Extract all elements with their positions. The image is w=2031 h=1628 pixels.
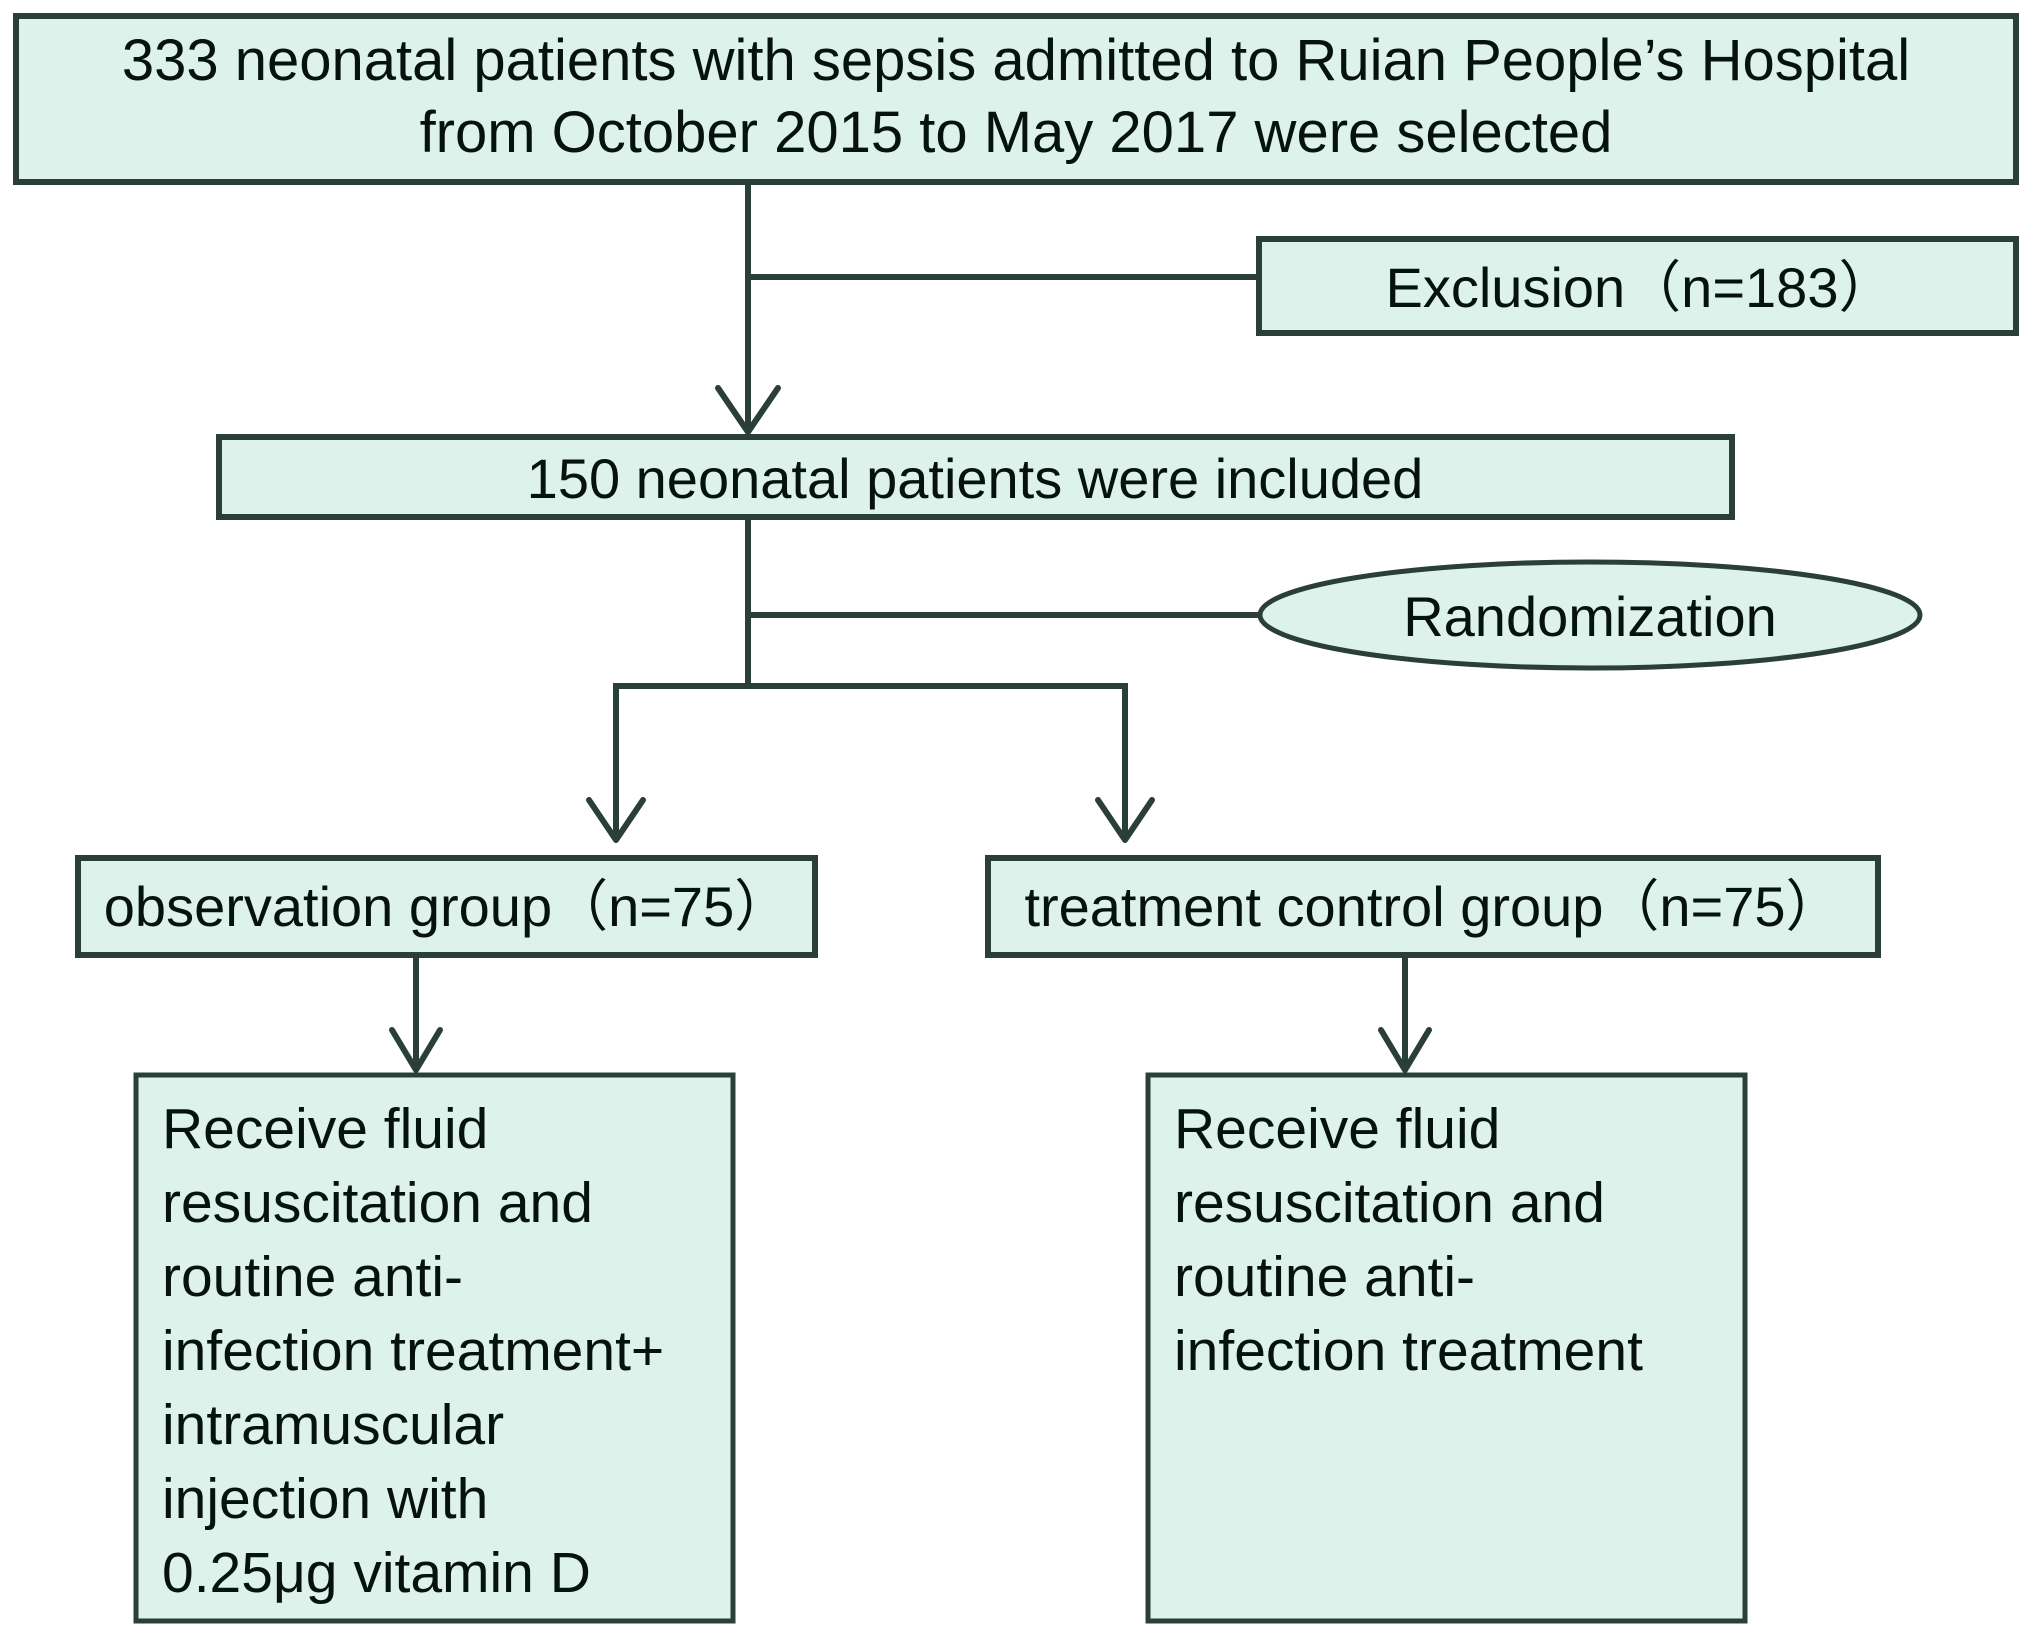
connector-layer — [389, 185, 1432, 1073]
control-group-box — [985, 855, 1881, 958]
arrowhead-observation-group — [586, 797, 646, 843]
included-box — [216, 434, 1735, 520]
node-enrolled[interactable]: 333 neonatal patients with sepsis admitt… — [13, 13, 2019, 185]
control-treatment-line-2: resuscitation and — [1174, 1171, 1605, 1235]
control-treatment-line-1: Receive fluid — [1174, 1097, 1500, 1161]
observation-treatment-line-6: injection with — [162, 1467, 488, 1531]
node-exclusion[interactable]: Exclusion（n=183） — [1256, 236, 2019, 336]
observation-treatment-line-2: resuscitation and — [162, 1171, 593, 1235]
observation-group-label: observation group（n=75） — [104, 875, 790, 938]
arrowhead-included — [715, 385, 781, 435]
node-randomization[interactable]: Randomization — [1257, 559, 1923, 671]
arrowhead-observation-treatment — [389, 1027, 443, 1073]
arrowhead-control-treatment — [1378, 1027, 1432, 1073]
observation-treatment-line-1: Receive fluid — [162, 1097, 488, 1161]
enrolled-label-line1: 333 neonatal patients with sepsis admitt… — [122, 28, 1910, 93]
enrolled-label-line2: from October 2015 to May 2017 were selec… — [420, 100, 1613, 165]
control-treatment-line-4: infection treatment — [1174, 1319, 1643, 1383]
randomization-label: Randomization — [1403, 585, 1777, 648]
randomization-ellipse — [1257, 559, 1923, 671]
node-included[interactable]: 150 neonatal patients were included — [216, 434, 1735, 520]
arrowhead-control-group — [1095, 797, 1155, 843]
observation-treatment-line-3: routine anti- — [162, 1245, 463, 1309]
observation-treatment-box — [133, 1072, 736, 1624]
observation-group-box — [75, 855, 818, 958]
enrolled-box — [13, 13, 2019, 185]
node-control-group[interactable]: treatment control group（n=75） — [985, 855, 1881, 958]
included-label: 150 neonatal patients were included — [527, 447, 1424, 510]
observation-treatment-line-5: intramuscular — [162, 1393, 504, 1457]
exclusion-box — [1256, 236, 2019, 336]
node-control-treatment[interactable]: Receive fluid resuscitation and routine … — [1145, 1072, 1748, 1624]
observation-treatment-line-4: infection treatment+ — [162, 1319, 664, 1383]
exclusion-label: Exclusion（n=183） — [1386, 256, 1895, 319]
control-treatment-box — [1145, 1072, 1748, 1624]
node-observation-treatment[interactable]: Receive fluid resuscitation and routine … — [133, 1072, 736, 1624]
control-group-label: treatment control group（n=75） — [1024, 875, 1841, 938]
observation-treatment-line-7: 0.25μg vitamin D — [162, 1541, 591, 1605]
control-treatment-line-3: routine anti- — [1174, 1245, 1475, 1309]
node-observation-group[interactable]: observation group（n=75） — [75, 855, 818, 958]
